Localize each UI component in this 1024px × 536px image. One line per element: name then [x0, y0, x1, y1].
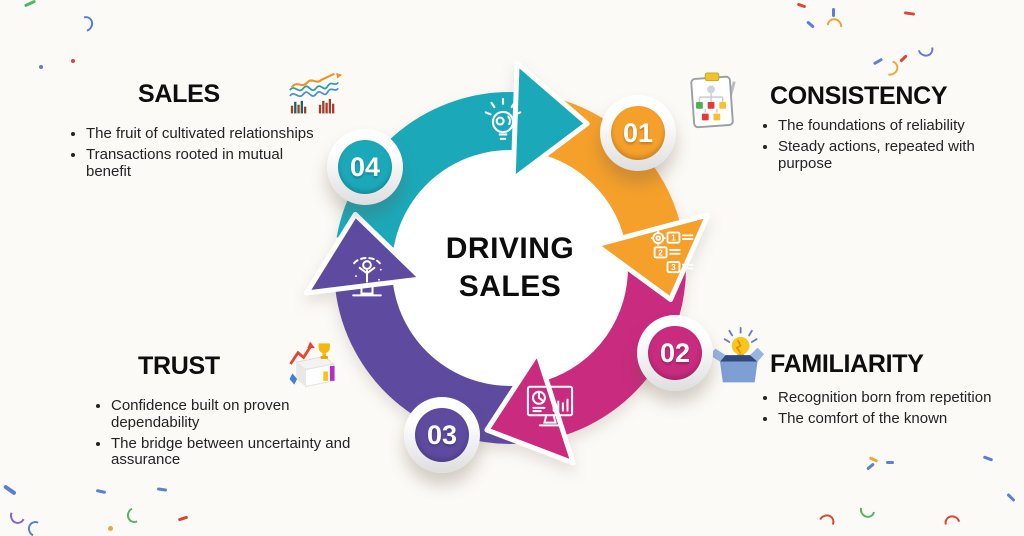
achievement-chart-icon [283, 335, 343, 398]
trust-arc-segment [335, 281, 526, 444]
bullet-item: The bridge between uncertainty and assur… [111, 435, 361, 470]
sales-arrowhead [510, 60, 590, 182]
step-number: 02 [659, 337, 691, 368]
clipboard-flowchart-icon [683, 70, 743, 137]
trust-step-badge: 03 [404, 397, 480, 473]
bullet-item: Steady actions, repeated with purpose [778, 138, 1003, 173]
consistency-heading: CONSISTENCY [770, 82, 948, 110]
bullet-item: The fruit of cultivated relationships [86, 125, 326, 143]
consistency-step-badge: 01 [600, 95, 676, 171]
sales-step-badge: 04 [327, 129, 403, 205]
diagram-title: DRIVING SALES [445, 232, 575, 303]
sales-arc-segment [336, 92, 517, 249]
consistency-bullet-list: The foundations of reliability Steady ac… [760, 117, 1003, 176]
idea-box-icon [705, 326, 765, 393]
sales-heading: SALES [138, 80, 220, 108]
sales-bullet-list: The fruit of cultivated relationships Tr… [68, 125, 326, 184]
bullet-item: Confidence built on proven dependability [111, 397, 361, 432]
familiarity-step-badge: 02 [637, 315, 713, 391]
trust-heading: TRUST [138, 352, 220, 380]
familiarity-heading: FAMILIARITY [770, 350, 924, 378]
step-number: 04 [349, 151, 381, 182]
bullet-item: The foundations of reliability [778, 117, 1003, 135]
bullet-item: The comfort of the known [778, 410, 1024, 428]
step-number: 01 [622, 117, 654, 148]
trust-bullet-list: Confidence built on proven dependability… [93, 397, 361, 473]
bullet-item: Recognition born from repetition [778, 389, 1024, 407]
familiarity-bullet-list: Recognition born from repetition The com… [760, 389, 1024, 432]
growth-chart-icon [286, 72, 344, 127]
step-number: 03 [426, 419, 458, 450]
bullet-item: Transactions rooted in mutual benefit [86, 146, 326, 181]
